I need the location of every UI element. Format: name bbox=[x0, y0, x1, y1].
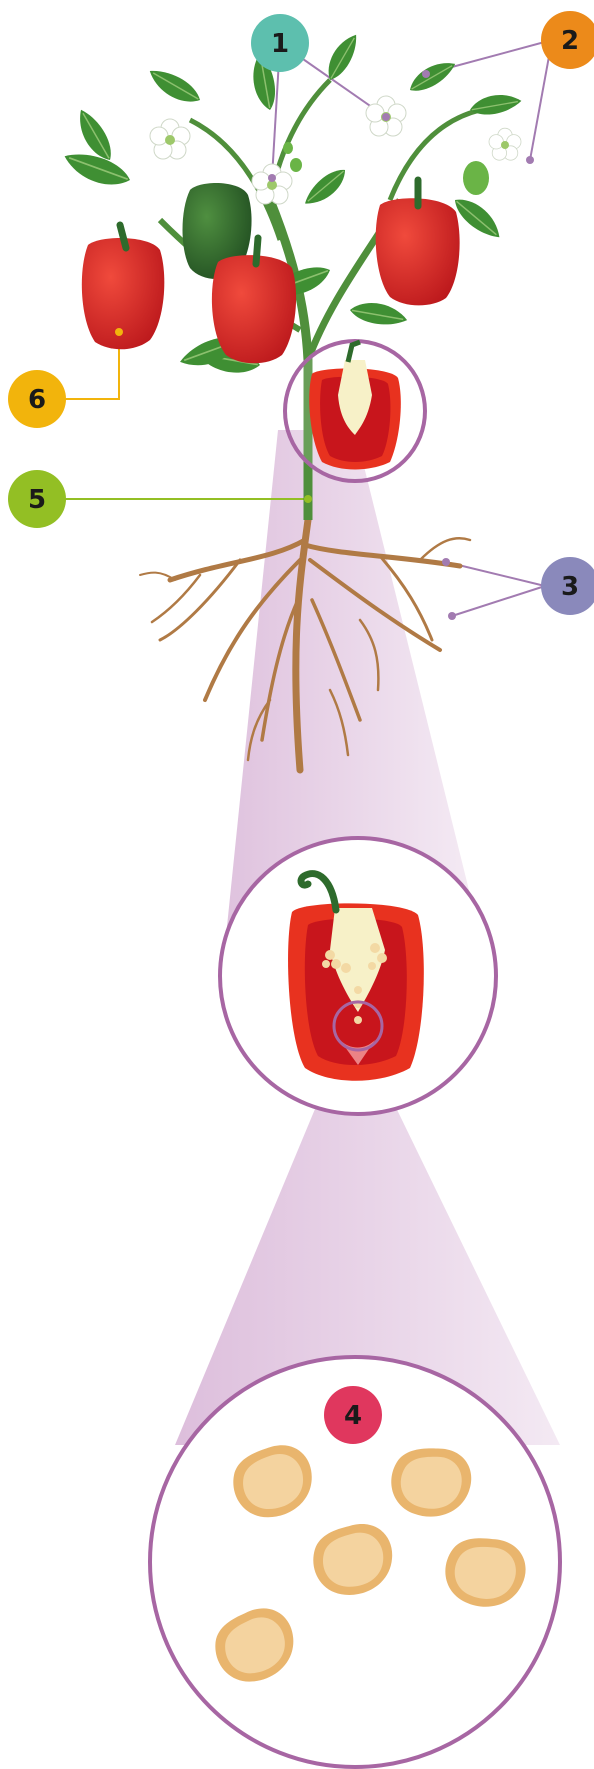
callout-6-label: 6 bbox=[28, 385, 46, 415]
callout-seeds: 4 bbox=[324, 1386, 382, 1444]
callout-flowers: 1 bbox=[251, 14, 309, 72]
callout-3-label: 3 bbox=[561, 572, 579, 602]
callout-2-label: 2 bbox=[561, 26, 579, 56]
pepper-cross-section-illustration bbox=[220, 838, 496, 1114]
callout-5-label: 5 bbox=[28, 485, 46, 515]
callout-1-label: 1 bbox=[271, 29, 289, 59]
callout-fruit: 6 bbox=[8, 370, 66, 428]
callout-roots: 3 bbox=[541, 557, 594, 615]
callout-stem: 5 bbox=[8, 470, 66, 528]
zoom-circle-small bbox=[285, 341, 425, 481]
callout-4-label: 4 bbox=[344, 1401, 362, 1431]
